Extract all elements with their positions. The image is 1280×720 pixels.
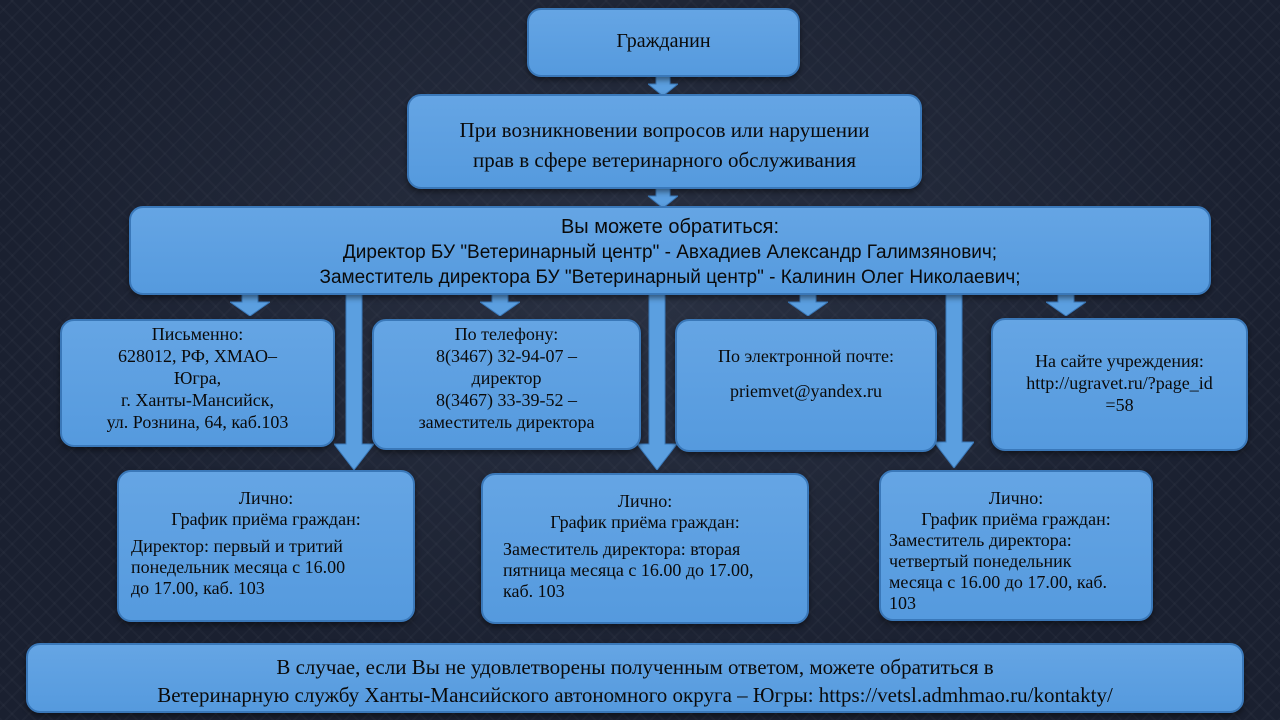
footer-line-2: Ветеринарную службу Ханты-Мансийского ав…: [157, 683, 1113, 707]
citizen-label: Гражданин: [616, 30, 711, 52]
website-box: На сайте учреждения: http://ugravet.ru/?…: [991, 318, 1248, 451]
personal-deputy-friday-box: Лично: График приёма граждан: Заместител…: [481, 473, 809, 624]
written-address-line-2: Югра,: [173, 368, 222, 388]
arrow-to-phone: [480, 294, 520, 316]
personal-deputy-friday-line-1: Заместитель директора: вторая: [503, 539, 741, 559]
email-title: По электронной почте:: [718, 346, 894, 366]
written-address-line-3: г. Ханты-Мансийск,: [120, 390, 275, 410]
arrow-to-personal1: [334, 294, 374, 470]
personal-deputy-monday-line-3: месяца с 16.00 до 17.00, каб.: [889, 572, 1107, 592]
personal-deputy-monday-line-2: четвертый понедельник: [889, 551, 1072, 571]
arrow-to-written: [230, 294, 270, 316]
personal-deputy-friday-line-2: пятница месяца с 16.00 до 17.00,: [503, 560, 754, 580]
personal-deputy-friday-title: Лично:: [617, 491, 673, 511]
written-box: Письменно: 628012, РФ, ХМАО– Югра, г. Ха…: [60, 319, 335, 447]
arrow-citizen-to-issues: [648, 76, 678, 96]
personal-director-line-3: до 17.00, каб. 103: [131, 578, 265, 598]
arrow-issues-to-contact: [648, 188, 678, 208]
arrow-to-personal3: [934, 294, 974, 468]
email-address: priemvet@yandex.ru: [729, 381, 883, 401]
personal-director-line-2: понедельник месяца с 16.00: [131, 557, 346, 577]
website-title: На сайте учреждения:: [1035, 351, 1204, 371]
personal-director-title: Лично:: [238, 488, 294, 508]
phone-title: По телефону:: [454, 324, 559, 344]
arrow-to-personal2: [637, 294, 677, 470]
issues-line-2: прав в сфере ветеринарного обслуживания: [472, 148, 856, 172]
contact-deputy: Заместитель директора БУ "Ветеринарный ц…: [319, 267, 1021, 288]
phone-deputy-label: заместитель директора: [418, 412, 595, 432]
personal-deputy-friday-line-3: каб. 103: [503, 581, 565, 601]
footer-line-1: В случае, если Вы не удовлетворены получ…: [276, 655, 994, 679]
issues-box: При возникновении вопросов или нарушении…: [407, 94, 922, 189]
website-url-line-2: =58: [1105, 395, 1134, 415]
phone-deputy-number: 8(3467) 33-39-52 –: [436, 390, 577, 410]
contact-director: Директор БУ "Ветеринарный центр" - Авхад…: [342, 242, 998, 263]
phone-box: По телефону: 8(3467) 32-94-07 – директор…: [372, 319, 641, 450]
citizen-box: Гражданин: [527, 8, 800, 77]
personal-director-subtitle: График приёма граждан:: [171, 509, 361, 529]
personal-deputy-friday-subtitle: График приёма граждан:: [550, 512, 740, 532]
written-address-line-1: 628012, РФ, ХМАО–: [117, 346, 278, 366]
written-title: Письменно:: [151, 324, 244, 344]
personal-deputy-monday-box: Лично: График приёма граждан: Заместител…: [879, 470, 1153, 621]
contact-options-box: Вы можете обратиться: Директор БУ "Ветер…: [129, 206, 1211, 295]
footer-box: В случае, если Вы не удовлетворены получ…: [26, 643, 1244, 713]
personal-deputy-monday-line-1: Заместитель директора:: [889, 530, 1072, 550]
written-address-line-4: ул. Рознина, 64, каб.103: [106, 412, 289, 432]
arrow-to-site: [1046, 294, 1086, 316]
email-box: По электронной почте: priemvet@yandex.ru: [675, 319, 937, 452]
personal-deputy-monday-title: Лично:: [988, 488, 1044, 508]
issues-line-1: При возникновении вопросов или нарушении: [459, 118, 870, 142]
arrow-to-email: [788, 294, 828, 316]
contact-heading: Вы можете обратиться:: [560, 216, 780, 238]
personal-deputy-monday-subtitle: График приёма граждан:: [921, 509, 1111, 529]
personal-director-line-1: Директор: первый и тритий: [131, 536, 343, 556]
personal-director-box: Лично: График приёма граждан: Директор: …: [117, 470, 415, 622]
website-url-line-1: http://ugravet.ru/?page_id: [1026, 373, 1213, 393]
phone-director-number: 8(3467) 32-94-07 –: [436, 346, 577, 366]
personal-deputy-monday-line-4: 103: [889, 593, 916, 613]
phone-director-label: директор: [471, 368, 542, 388]
